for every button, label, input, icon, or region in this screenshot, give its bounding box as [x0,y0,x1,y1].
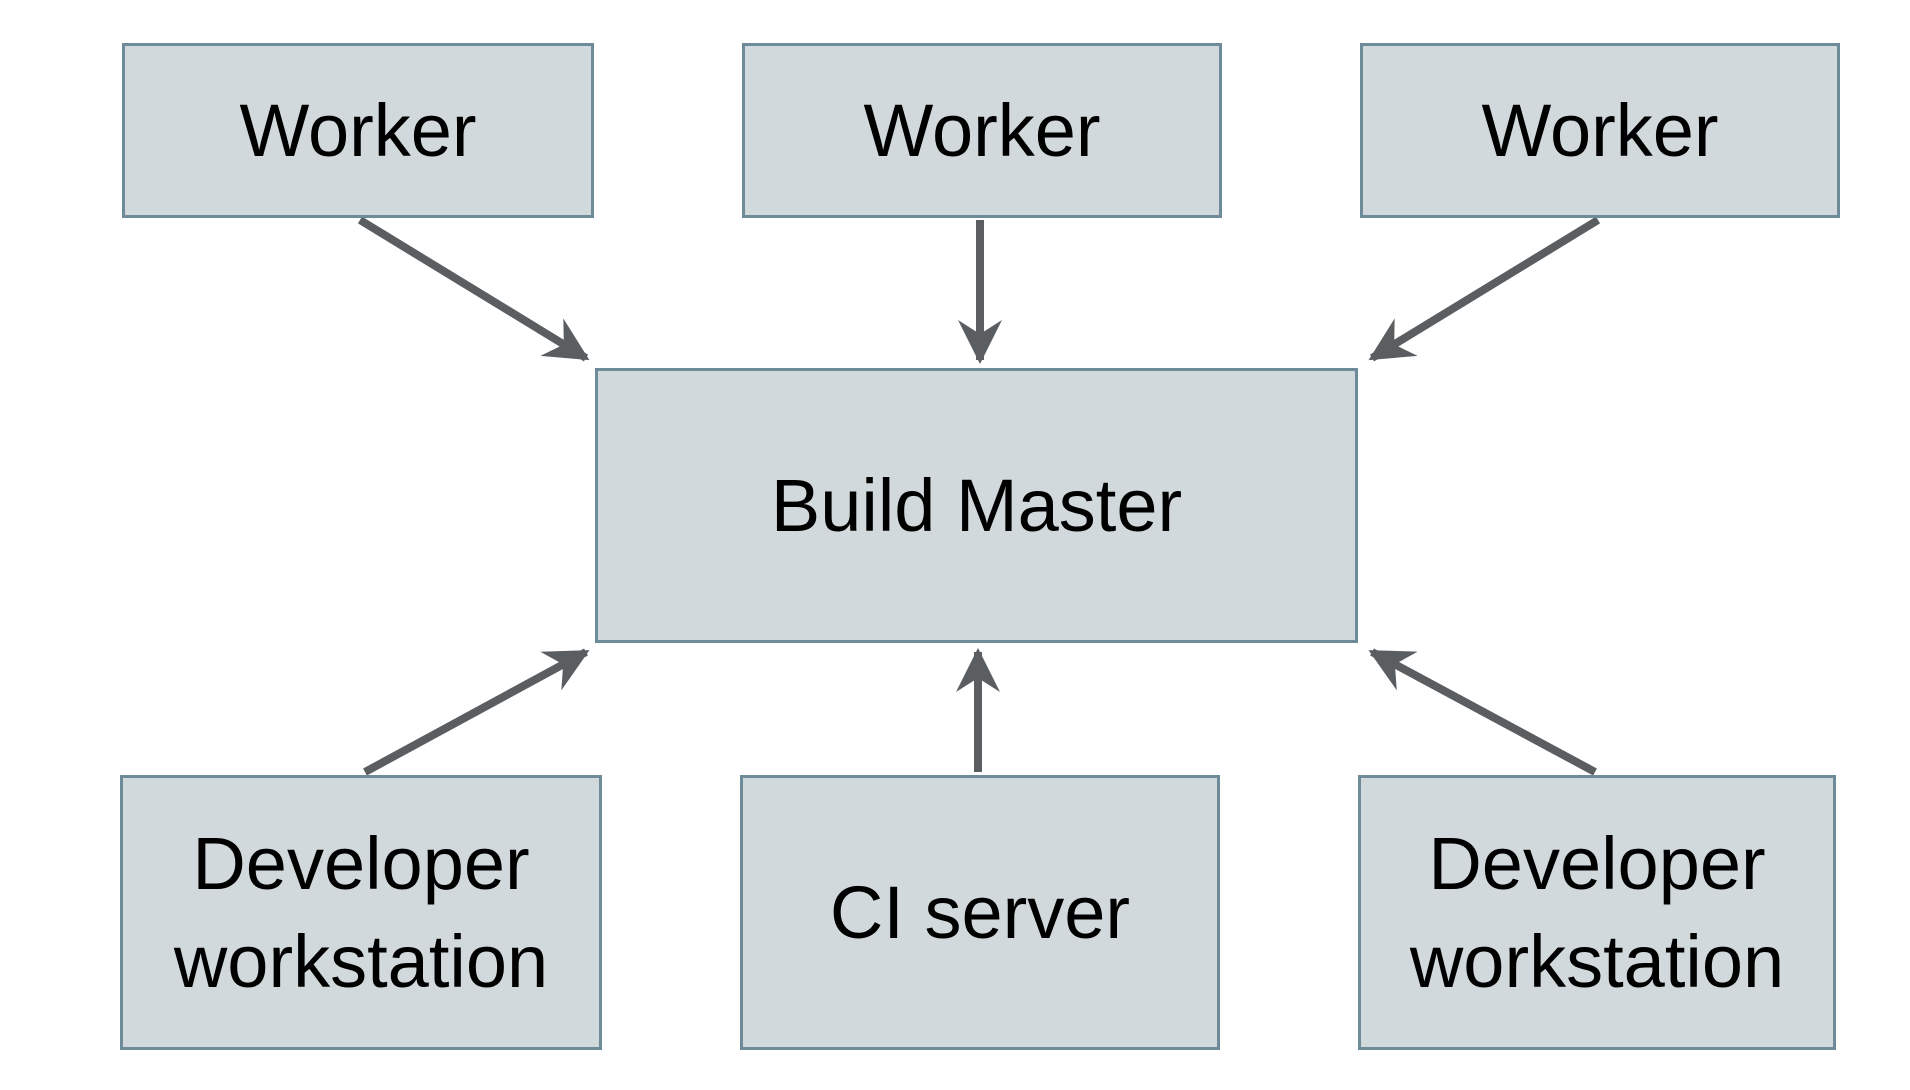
node-worker-3: Worker [1360,43,1840,218]
node-worker-1: Worker [122,43,594,218]
arrow-devworkstation2-to-buildmaster [1368,648,1597,776]
node-developer-workstation-1-label: Developer workstation [173,821,549,1003]
node-developer-workstation-2: Developer workstation [1358,775,1836,1050]
node-build-master-label: Build Master [770,463,1183,547]
node-build-master: Build Master [595,368,1358,643]
node-worker-2-label: Worker [863,88,1101,172]
node-developer-workstation-1: Developer workstation [120,775,602,1050]
node-ci-server-label: CI server [829,870,1131,954]
node-worker-1-label: Worker [239,88,477,172]
arrow-devworkstation1-to-buildmaster [363,648,590,776]
node-developer-workstation-2-label: Developer workstation [1409,821,1785,1003]
arrow-worker1-to-buildmaster [357,216,590,362]
arrow-worker3-to-buildmaster [1368,216,1601,362]
node-worker-3-label: Worker [1481,88,1719,172]
node-worker-2: Worker [742,43,1222,218]
node-ci-server: CI server [740,775,1220,1050]
